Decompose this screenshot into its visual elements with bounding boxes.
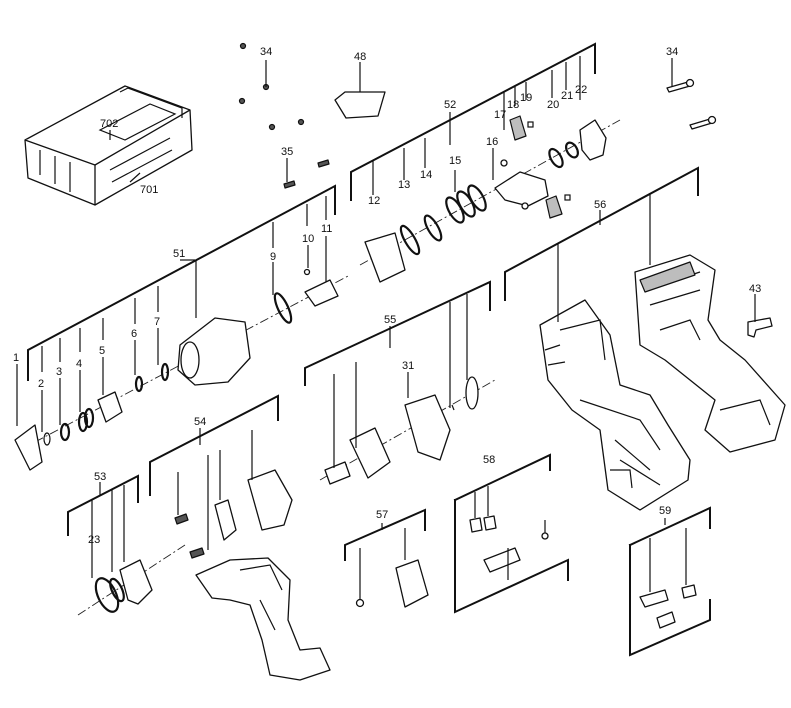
label-12: 12 [368,195,380,207]
label-16: 16 [486,136,498,148]
label-plate-48 [334,91,386,119]
label-18: 18 [507,99,519,111]
label-9: 9 [270,251,276,263]
callout-labels: 34 48 702 701 52 19 18 17 20 21 22 16 15… [13,46,761,546]
label-31: 31 [402,360,414,372]
label-48: 48 [354,51,366,63]
gear-housing [14,268,339,471]
motor-assembly [324,376,479,485]
carry-case [24,85,193,206]
label-13: 13 [398,179,410,191]
clip-43 [747,317,773,338]
controller-54 [174,469,331,681]
housing-right [634,254,786,453]
label-10: 10 [302,233,314,245]
label-14: 14 [420,169,432,181]
label-20: 20 [547,99,559,111]
label-6: 6 [131,328,137,340]
label-701: 701 [140,184,158,196]
axis-line-52 [359,119,621,266]
label-53: 53 [94,471,106,483]
parts-57 [355,559,429,608]
parts-58 [469,515,549,573]
label-56: 56 [594,199,606,211]
label-15: 15 [449,155,461,167]
axis-line-51 [19,274,351,451]
label-54: 54 [194,416,206,428]
fan-53 [94,559,153,613]
label-17: 17 [494,109,506,121]
label-34-right: 34 [666,46,678,58]
label-51: 51 [173,248,185,260]
label-3: 3 [56,366,62,378]
label-21: 21 [561,90,573,102]
housing-left [539,299,691,511]
label-43: 43 [749,283,761,295]
label-58: 58 [483,454,495,466]
label-19: 19 [520,92,532,104]
callout-lines [16,42,756,657]
bolts-34 [666,78,717,130]
parts-59 [639,584,697,629]
label-5: 5 [99,345,105,357]
label-7: 7 [154,316,160,328]
label-23: 23 [88,534,100,546]
label-55: 55 [384,314,396,326]
label-1: 1 [13,352,19,364]
label-702: 702 [100,118,118,130]
label-34-top: 34 [260,46,272,58]
hammer-mechanism [364,115,607,283]
label-52: 52 [444,99,456,111]
label-11: 11 [321,223,332,235]
label-4: 4 [76,358,82,370]
label-35: 35 [281,146,293,158]
label-57: 57 [376,509,388,521]
label-59: 59 [659,505,671,517]
label-22: 22 [575,84,587,96]
screws-34-small [238,42,330,189]
label-2: 2 [38,378,44,390]
